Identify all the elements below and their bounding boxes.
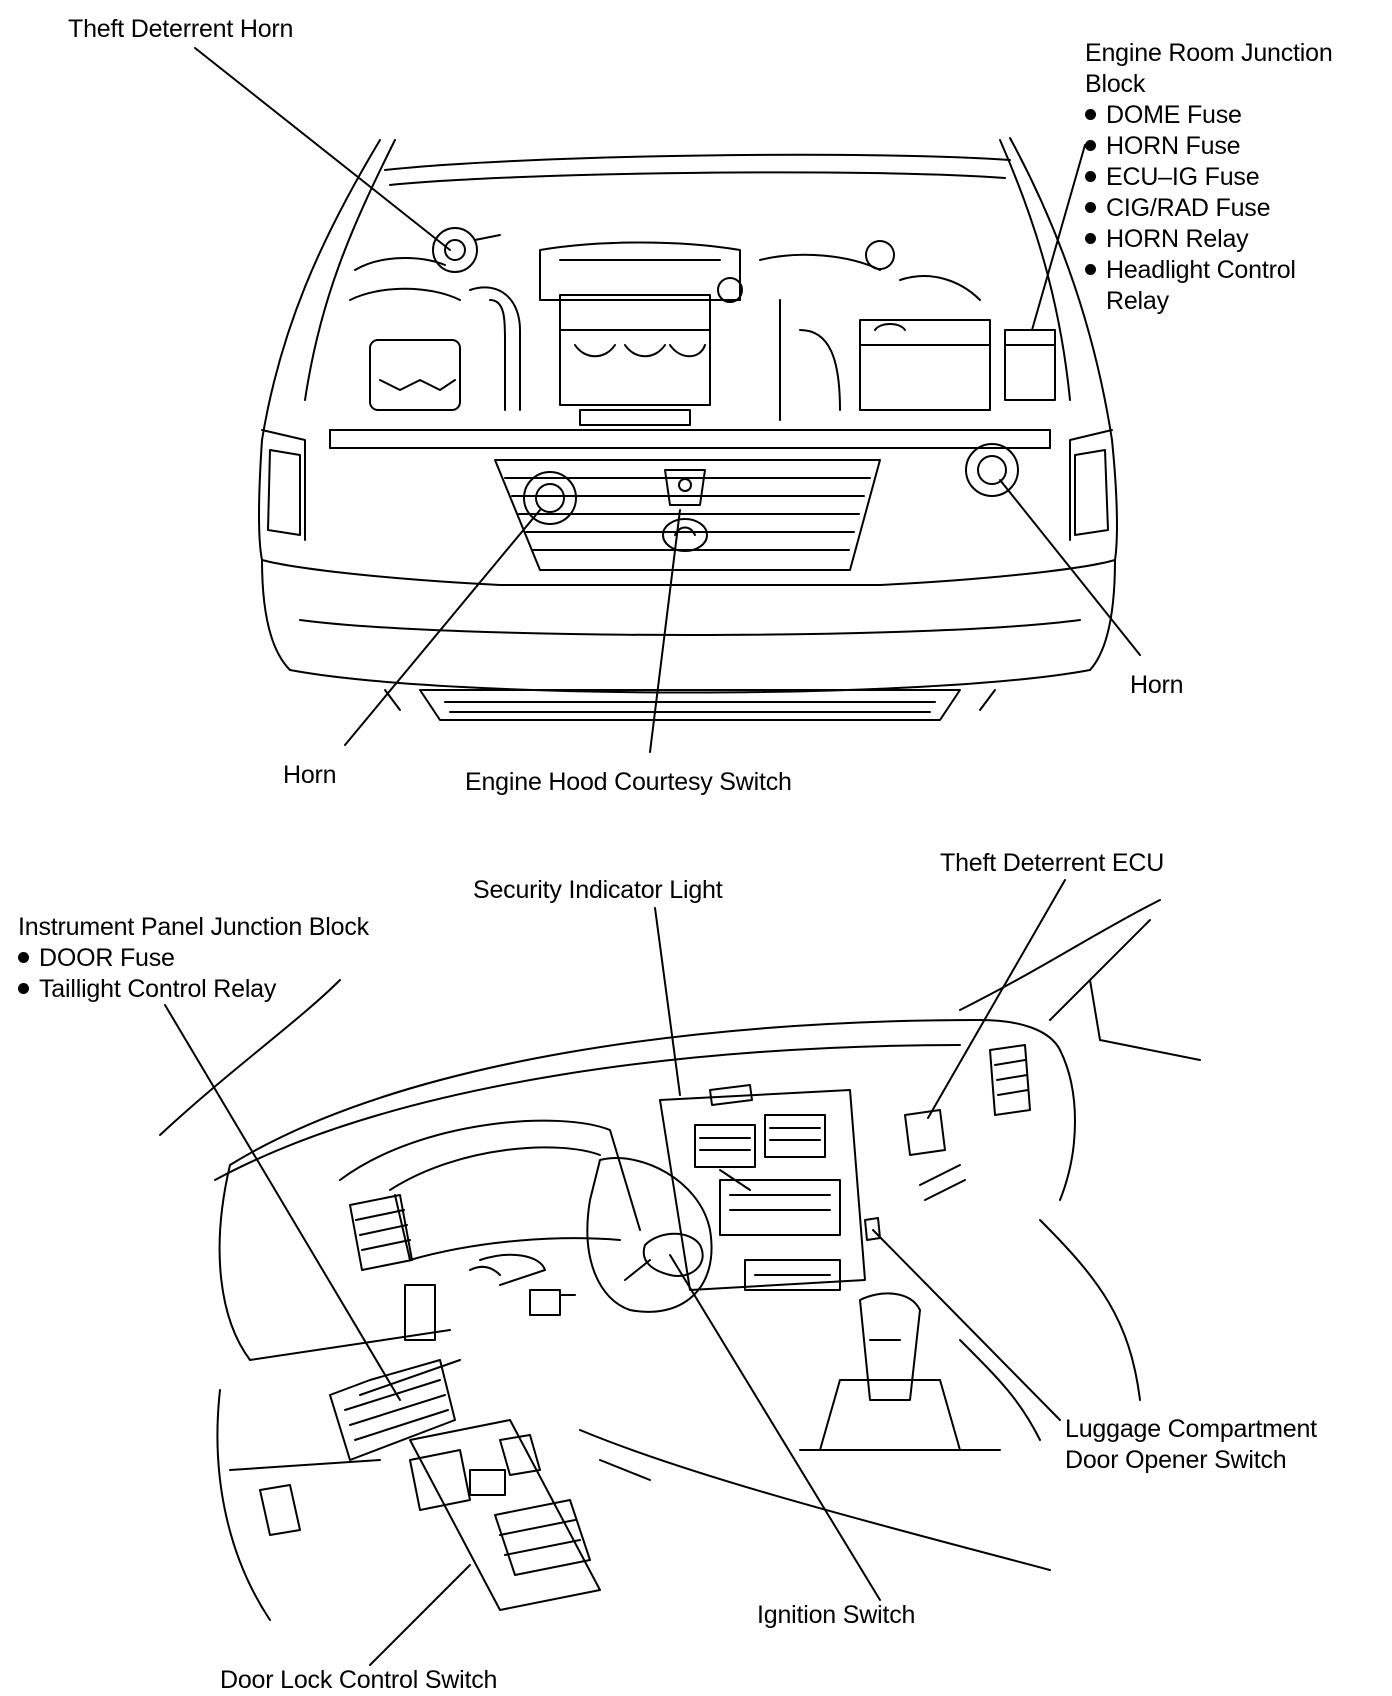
luggage-switch-line-1: Luggage Compartment [1065,1415,1317,1443]
bullet-icon [1085,232,1096,244]
label-horn-left: Horn [283,760,337,791]
theft-deterrent-horn-text: Theft Deterrent Horn [68,15,294,43]
door-lock-control-switch-text: Door Lock Control Switch [220,1666,498,1694]
bullet-icon [1085,201,1096,213]
label-door-lock-control-switch: Door Lock Control Switch [220,1665,497,1696]
luggage-switch-line-2: Door Opener Switch [1065,1446,1287,1474]
engine-bay-illustration [194,47,1141,753]
label-engine-hood-courtesy-switch: Engine Hood Courtesy Switch [465,767,792,798]
horn-left-text: Horn [283,761,337,789]
bullet-item: HORN Fuse [1085,131,1333,162]
bullet-continuation: Relay [1106,287,1169,315]
bullet-icon [1085,263,1096,275]
bullet-item: HORN Relay [1085,224,1333,255]
bullet-icon [1085,139,1096,151]
engine-room-jb-title-1: Engine Room Junction [1085,39,1333,67]
dashboard-illustration [159,879,1201,1666]
label-security-indicator-light: Security Indicator Light [473,875,723,906]
bullet-item: DOOR Fuse [18,943,369,974]
bullet-icon [18,951,29,963]
engine-room-jb-title-2: Block [1085,70,1146,98]
bullet-item: ECU–IG Fuse [1085,162,1333,193]
hood-courtesy-switch-text: Engine Hood Courtesy Switch [465,768,792,796]
label-engine-room-junction-block: Engine Room Junction Block DOME Fuse HOR… [1085,38,1333,317]
bullet-item: Taillight Control Relay [18,974,369,1005]
label-instrument-panel-junction-block: Instrument Panel Junction Block DOOR Fus… [18,912,369,1005]
bullet-item: Headlight Control [1085,255,1333,286]
bullet-icon [18,982,29,994]
bullet-item: DOME Fuse [1085,100,1333,131]
horn-right-text: Horn [1130,671,1184,699]
label-ignition-switch: Ignition Switch [757,1600,915,1631]
theft-deterrent-ecu-text: Theft Deterrent ECU [940,849,1165,877]
bullet-icon [1085,170,1096,182]
bullet-icon [1085,108,1096,120]
security-indicator-light-text: Security Indicator Light [473,876,723,904]
label-theft-deterrent-horn: Theft Deterrent Horn [68,14,293,45]
bullet-item: CIG/RAD Fuse [1085,193,1333,224]
ignition-switch-text: Ignition Switch [757,1601,916,1629]
label-horn-right: Horn [1130,670,1184,701]
label-luggage-compartment-switch: Luggage Compartment Door Opener Switch [1065,1414,1317,1476]
label-theft-deterrent-ecu: Theft Deterrent ECU [940,848,1164,879]
instrument-panel-jb-title: Instrument Panel Junction Block [18,913,369,941]
